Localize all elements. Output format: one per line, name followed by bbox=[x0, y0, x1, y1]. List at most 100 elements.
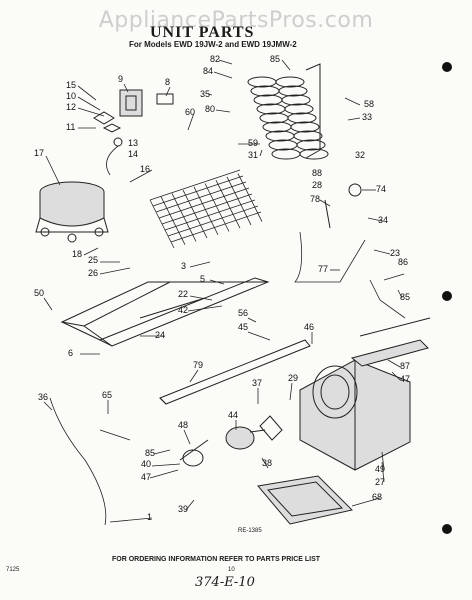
callout-number: 27 bbox=[375, 477, 385, 487]
fan-motor-drawing bbox=[179, 415, 283, 467]
callout-number: 10 bbox=[66, 91, 76, 101]
callout-number: 36 bbox=[38, 392, 48, 402]
leader-line bbox=[45, 155, 61, 186]
callout-number: 8 bbox=[165, 77, 170, 87]
callout-number: 5 bbox=[200, 274, 205, 284]
callout-number: 14 bbox=[128, 149, 138, 159]
leader-line bbox=[397, 289, 403, 299]
leader-line bbox=[77, 85, 97, 101]
leader-line bbox=[189, 261, 211, 268]
leader-line bbox=[153, 449, 171, 455]
callout-number: 16 bbox=[140, 164, 150, 174]
callout-number: 82 bbox=[210, 54, 220, 64]
leader-line bbox=[187, 112, 195, 131]
callout-number: 56 bbox=[238, 308, 248, 318]
callout-number: 28 bbox=[312, 180, 322, 190]
leader-line bbox=[129, 169, 153, 183]
leader-line bbox=[373, 249, 391, 255]
leader-line bbox=[109, 517, 153, 523]
callout-number: 65 bbox=[102, 390, 112, 400]
callout-number: 39 bbox=[178, 504, 188, 514]
page-subtitle: For Models EWD 19JW-2 and EWD 19JMW-2 bbox=[129, 40, 297, 49]
rail-drawing bbox=[159, 339, 311, 405]
leader-line bbox=[183, 429, 191, 445]
leader-line bbox=[43, 401, 53, 411]
callout-number: 24 bbox=[155, 330, 165, 340]
callout-number: 87 bbox=[400, 361, 410, 371]
callout-number: 42 bbox=[178, 305, 188, 315]
callout-number: 59 bbox=[248, 138, 258, 148]
callout-number: 84 bbox=[203, 66, 213, 76]
callout-number: 35 bbox=[200, 89, 210, 99]
leader-line bbox=[207, 93, 213, 96]
leader-line bbox=[187, 305, 223, 312]
callout-number: 25 bbox=[88, 255, 98, 265]
callout-number: 49 bbox=[375, 464, 385, 474]
callout-number: 6 bbox=[68, 348, 73, 358]
leader-line bbox=[83, 247, 99, 256]
callout-number: 31 bbox=[248, 150, 258, 160]
leader-line bbox=[367, 217, 383, 222]
evaporator-coil-drawing bbox=[247, 63, 329, 160]
callout-number: 58 bbox=[364, 99, 374, 109]
callout-number: 34 bbox=[378, 215, 388, 225]
handwritten-note: 374-E-10 bbox=[195, 575, 255, 590]
binder-hole-icon bbox=[442, 524, 452, 534]
callout-number: 40 bbox=[141, 459, 151, 469]
catalog-code: 7125 bbox=[6, 567, 20, 573]
watermark: AppliancePartsPros.com bbox=[98, 8, 374, 33]
drawing-code: RE-1385 bbox=[238, 528, 262, 534]
leader-line bbox=[165, 86, 171, 97]
page-title: UNIT PARTS bbox=[150, 24, 255, 41]
leader-line bbox=[77, 96, 101, 111]
callout-number: 22 bbox=[178, 289, 188, 299]
leader-line bbox=[151, 463, 181, 467]
leader-line bbox=[247, 331, 271, 341]
leader-line bbox=[189, 295, 213, 301]
leader-line bbox=[209, 279, 225, 285]
leader-line bbox=[289, 382, 293, 401]
callout-number: 60 bbox=[185, 107, 195, 117]
callout-number: 48 bbox=[178, 420, 188, 430]
binder-hole-icon bbox=[442, 62, 452, 72]
leader-line bbox=[43, 297, 53, 311]
callout-number: 68 bbox=[372, 492, 382, 502]
callout-number: 45 bbox=[238, 322, 248, 332]
callout-number: 3 bbox=[181, 261, 186, 271]
fan-housing-drawing bbox=[299, 317, 431, 471]
callout-number: 47 bbox=[141, 472, 151, 482]
leader-line bbox=[387, 359, 401, 368]
leader-line bbox=[149, 469, 179, 479]
drain-pan-drawing bbox=[257, 475, 353, 525]
callout-number: 37 bbox=[252, 378, 262, 388]
ordering-note: FOR ORDERING INFORMATION REFER TO PARTS … bbox=[112, 556, 321, 563]
callout-number: 15 bbox=[66, 80, 76, 90]
leader-line bbox=[319, 199, 331, 207]
page-number: 10 bbox=[228, 567, 235, 573]
leader-line bbox=[261, 457, 269, 469]
callout-number: 13 bbox=[128, 138, 138, 148]
leader-line bbox=[213, 71, 233, 79]
leader-line bbox=[383, 273, 405, 281]
callout-number: 85 bbox=[145, 448, 155, 458]
callout-number: 29 bbox=[288, 373, 298, 383]
compressor-drawing bbox=[35, 181, 109, 243]
leader-line bbox=[123, 83, 129, 93]
callout-number: 11 bbox=[66, 122, 75, 132]
callout-number: 23 bbox=[390, 248, 400, 258]
leader-line bbox=[99, 267, 131, 275]
callout-number: 79 bbox=[193, 360, 203, 370]
leader-line bbox=[351, 497, 381, 507]
leader-line bbox=[259, 149, 263, 157]
callout-number: 33 bbox=[362, 112, 372, 122]
leader-line bbox=[344, 97, 361, 106]
binder-hole-icon bbox=[442, 291, 452, 301]
callout-number: 77 bbox=[318, 264, 328, 274]
callout-number: 80 bbox=[205, 104, 215, 114]
callout-number: 44 bbox=[228, 410, 238, 420]
callout-number: 86 bbox=[398, 257, 408, 267]
callout-number: 26 bbox=[88, 268, 98, 278]
callout-number: 38 bbox=[262, 458, 272, 468]
